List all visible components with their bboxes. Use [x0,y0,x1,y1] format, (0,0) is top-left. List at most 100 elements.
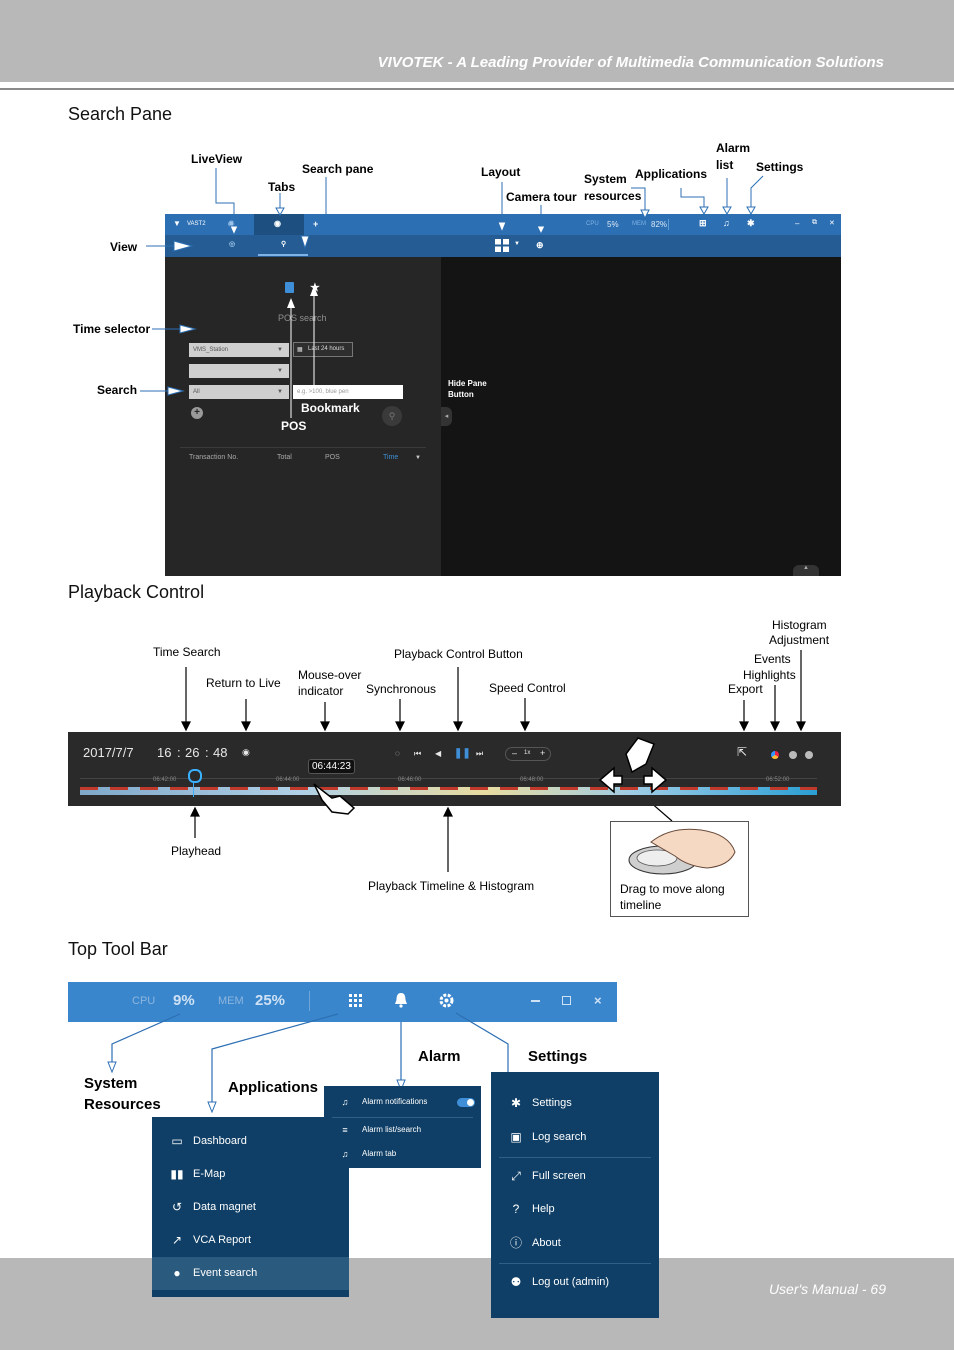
menu-item-log-out[interactable]: ⚉ Log out (admin) [491,1266,659,1299]
playback-minute[interactable]: 26 [185,745,200,760]
liveview-tab-icon[interactable]: ◉ [228,219,235,228]
drag-mouse-illustration: Drag to move along timeline [610,821,749,917]
applications-grid-icon[interactable]: ⊞ [699,218,707,228]
drag-caption-line-1: Drag to move along [620,882,725,896]
speed-increase-icon[interactable]: + [540,748,546,758]
callout-settings: Settings [528,1048,588,1065]
expand-up-button[interactable]: ▲ [793,565,819,576]
return-to-live-eye-icon[interactable]: ◉ [242,747,250,757]
menu-item-settings[interactable]: ✱ Settings [491,1087,659,1120]
export-icon[interactable]: ⇱ [737,745,748,759]
column-pos: POS [325,454,340,461]
applications-grid-icon[interactable] [349,994,363,1008]
callout-system-resources: Resources [84,1096,161,1113]
drag-hand-arrows-icon [598,737,668,794]
alarm-bell-icon[interactable] [393,992,409,1008]
help-icon: ? [512,1202,520,1216]
time-range-button[interactable]: ▦ Last 24 hours [293,342,353,357]
next-frame-icon[interactable]: ⏭ [476,749,484,758]
close-icon[interactable]: × [594,993,602,1008]
histogram-increase-icon[interactable] [805,751,813,759]
highlights-icon[interactable] [771,751,779,759]
playback-second[interactable]: 48 [213,745,228,760]
menu-item-help[interactable]: ? Help [491,1193,659,1226]
restore-icon[interactable]: ⧉ [812,219,817,226]
menu-item-log-search[interactable]: ▣ Log search [491,1121,659,1154]
minimize-icon[interactable] [531,1000,540,1002]
close-icon[interactable]: ✕ [829,220,835,227]
alarm-bell-icon[interactable]: ♫ [723,218,730,228]
toolbar-divider [309,991,310,1011]
menu-separator [499,1157,651,1158]
layout-dropdown-icon[interactable]: ▼ [514,241,520,247]
playhead-handle[interactable] [188,769,202,783]
camera-tour-icon[interactable]: ⊕ [536,240,544,250]
playhead-line [193,781,194,797]
mem-value: 25% [255,992,286,1009]
callout-layout: Layout [481,165,521,179]
speed-decrease-icon[interactable]: – [512,748,518,758]
menu-item-dashboard[interactable]: ▭ Dashboard [152,1125,349,1158]
pause-icon[interactable]: ❚❚ [454,748,471,759]
bookmark-star-icon[interactable]: ★ [310,282,320,294]
layout-grid-icon[interactable] [495,239,509,252]
playback-timeline[interactable] [80,787,817,795]
menu-item-emap[interactable]: ▮▮ E-Map [152,1158,349,1191]
pos-search-icon[interactable] [285,282,294,293]
callout-system: System [84,1075,138,1092]
alarm-notifications-toggle[interactable] [457,1098,475,1107]
keyword-input[interactable]: e.g. >100, blue pen [293,385,403,399]
tab-search-active[interactable] [254,214,304,235]
header-title: VIVOTEK - A Leading Provider of Multimed… [377,54,884,71]
callout-alarm: Alarm [716,141,751,155]
menu-item-data-magnet[interactable]: ↺ Data magnet [152,1191,349,1224]
cpu-value: 5% [607,220,619,229]
sort-dropdown-icon[interactable]: ▼ [415,455,421,461]
applications-menu: ▭ Dashboard ▮▮ E-Map ↺ Data magnet ↗ VCA… [152,1117,349,1297]
menu-item-about[interactable]: ⓘ About [491,1227,659,1260]
view-eye-icon[interactable]: ◎ [229,241,236,248]
cpu-label: CPU [132,995,156,1007]
playback-date[interactable]: 2017/7/7 [83,745,134,760]
histogram-decrease-icon[interactable] [789,751,797,759]
add-condition-icon[interactable]: + [191,407,203,419]
column-time[interactable]: Time [383,454,399,461]
pos-search-title: POS search [278,313,327,323]
previous-frame-icon[interactable]: ⏮ [414,749,422,758]
settings-gear-icon[interactable] [438,992,455,1009]
menu-item-alarm-tab[interactable]: ♫ Alarm tab [324,1140,481,1168]
chevron-down-icon: ▼ [277,347,283,353]
menu-item-alarm-list[interactable]: ≡ Alarm list/search [324,1116,481,1144]
menu-item-alarm-notifications[interactable]: ♫ Alarm notifications [324,1087,481,1117]
column-transaction: Transaction No. [189,454,239,461]
restore-icon[interactable] [562,996,571,1005]
callout-histogram: Histogram [772,618,827,632]
toolbar-divider [668,219,669,230]
speed-control[interactable]: – 1x + [505,747,551,761]
synchronous-icon[interactable]: ◌ [395,749,400,758]
top-tool-bar [68,982,617,1022]
callout-applications: Applications [228,1079,319,1096]
reverse-play-icon[interactable]: ◀ [435,749,442,758]
pos-filter-select[interactable]: All [189,385,289,399]
menu-item-full-screen[interactable]: ⤢ Full screen [491,1160,659,1193]
station-select[interactable]: VMS_Station [189,343,289,357]
callout-time-search: Time Search [153,645,221,659]
search-magnifier-icon[interactable]: ⚲ [281,241,287,248]
playback-hour[interactable]: 16 [157,745,172,760]
add-tab-icon[interactable]: + [313,219,319,229]
callout-indicator: indicator [298,684,344,698]
search-tab-icon[interactable]: ◉ [274,219,281,228]
camera-select[interactable] [189,364,289,378]
menu-item-event-search[interactable]: ● Event search [152,1257,349,1290]
minimize-icon[interactable]: – [795,219,800,228]
section-title-top-tool-bar: Top Tool Bar [68,939,168,959]
hide-pane-button[interactable]: ◂ [441,407,452,426]
search-go-button[interactable]: ⚲ [382,406,402,426]
app-tab-bar [165,235,841,257]
settings-gear-icon[interactable]: ✱ [747,218,755,228]
callout-speed-control: Speed Control [489,681,566,695]
data-magnet-icon: ↺ [171,1200,183,1214]
mem-value: 82% [651,220,668,229]
menu-item-vca-report[interactable]: ↗ VCA Report [152,1224,349,1257]
